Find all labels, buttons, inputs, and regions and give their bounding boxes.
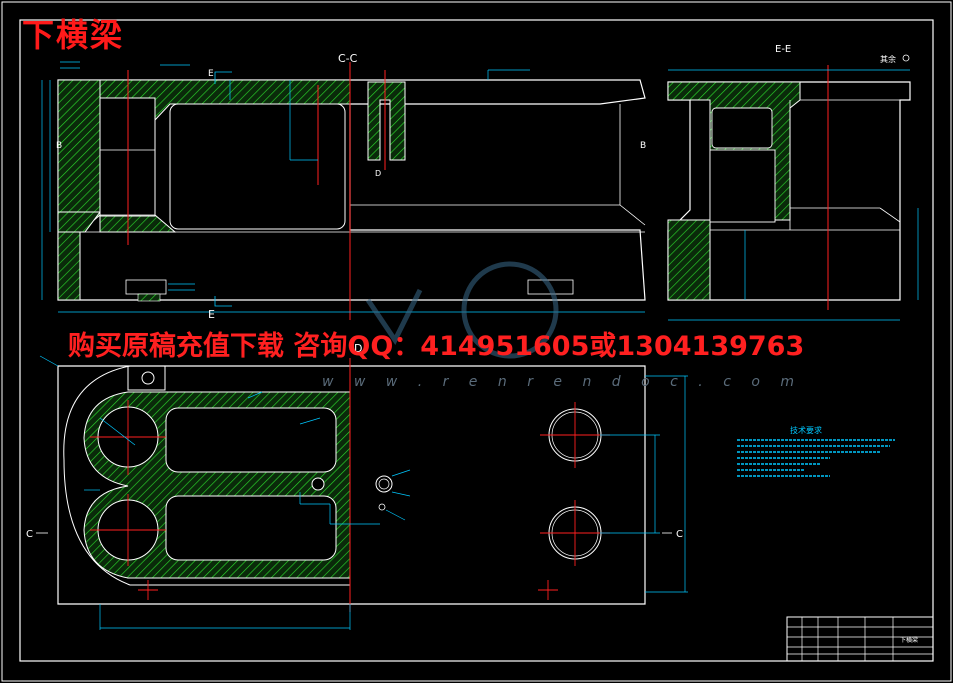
label-d2: D xyxy=(354,342,362,355)
inner-border xyxy=(19,19,934,662)
top-view: C C xyxy=(26,355,688,630)
label-b-left: B xyxy=(56,141,62,151)
watermark-text: w w w . r e n r e n d o c . c o m xyxy=(322,374,802,390)
tech-heading: 技术要求 xyxy=(790,425,822,435)
label-c-right: C xyxy=(676,529,683,540)
drawing-title: 下横梁 xyxy=(22,16,125,54)
purchase-banner: 购买原稿充值下载 咨询QQ：414951605或1304139763 xyxy=(68,331,805,362)
label-e-bottom: E xyxy=(208,308,215,321)
label-d: D xyxy=(375,169,381,178)
title-block: 下横梁 xyxy=(786,616,934,662)
label-e-top: E xyxy=(208,69,214,79)
tech-requirements: 技术要求 xyxy=(737,425,895,477)
watermark-logo xyxy=(365,261,559,359)
section-ee-label: E-E xyxy=(775,44,791,55)
title-block-part-name: 下横梁 xyxy=(900,636,918,644)
front-view: C-C B B E E D D xyxy=(41,52,646,355)
label-c-left: C xyxy=(26,529,33,540)
other-note: 其余 xyxy=(880,54,896,64)
section-cc-label: C-C xyxy=(338,52,358,65)
side-view-ee: E-E 其余 xyxy=(667,44,919,321)
label-b-right: B xyxy=(640,141,646,151)
